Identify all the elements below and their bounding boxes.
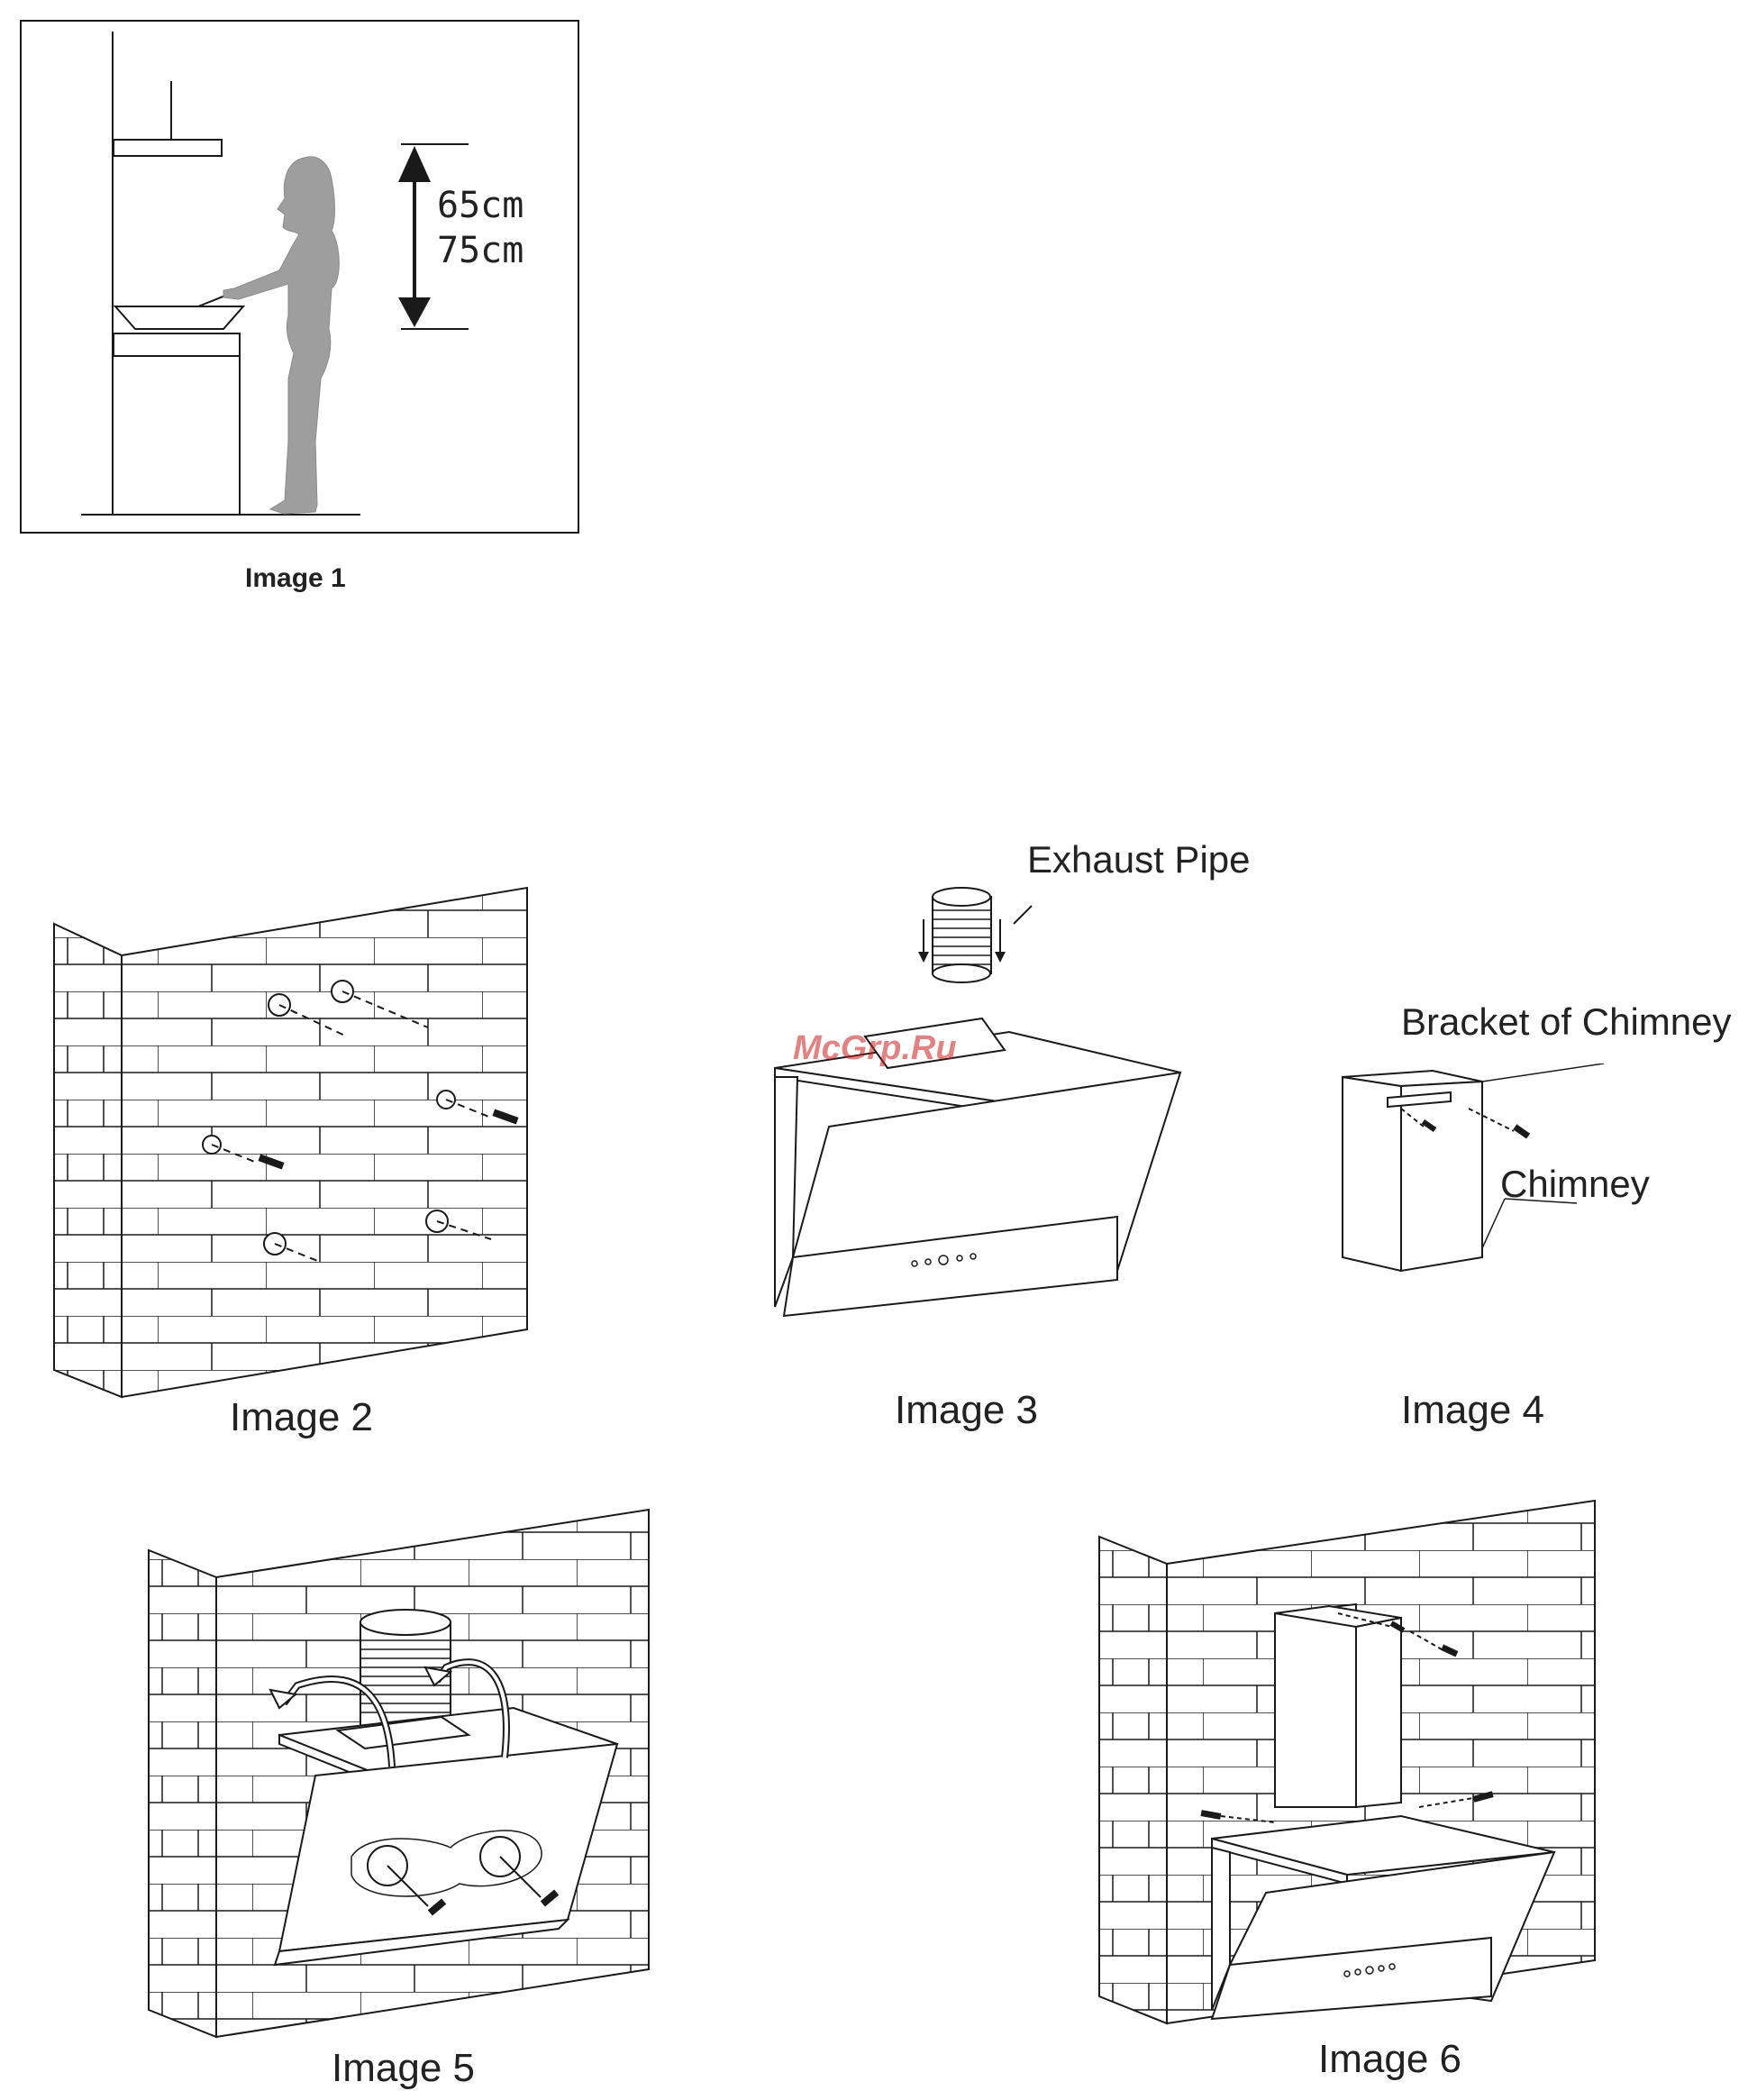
- exhaust-pipe-label: Exhaust Pipe: [1027, 838, 1251, 881]
- dimension-bottom-label: 75cm: [437, 230, 523, 271]
- bracket-of-chimney-label: Bracket of Chimney: [1401, 1000, 1731, 1044]
- image-4-caption: Image 4: [1401, 1388, 1544, 1433]
- image-6-diagram: [1095, 1496, 1608, 2037]
- image-2-caption: Image 2: [230, 1395, 373, 1440]
- watermark: McGrp.Ru: [793, 1029, 957, 1068]
- image-6-caption: Image 6: [1318, 2037, 1461, 2082]
- dimension-top-label: 65cm: [437, 185, 523, 226]
- chimney-label: Chimney: [1500, 1163, 1650, 1206]
- image-5-diagram: [144, 1505, 658, 2046]
- image-3-diagram: [757, 883, 1207, 1334]
- image-2-diagram: [50, 883, 545, 1406]
- image-1-diagram: [18, 18, 581, 536]
- image-1-caption: Image 1: [245, 563, 346, 594]
- image-3-caption: Image 3: [895, 1388, 1038, 1433]
- image-5-caption: Image 5: [332, 2046, 475, 2091]
